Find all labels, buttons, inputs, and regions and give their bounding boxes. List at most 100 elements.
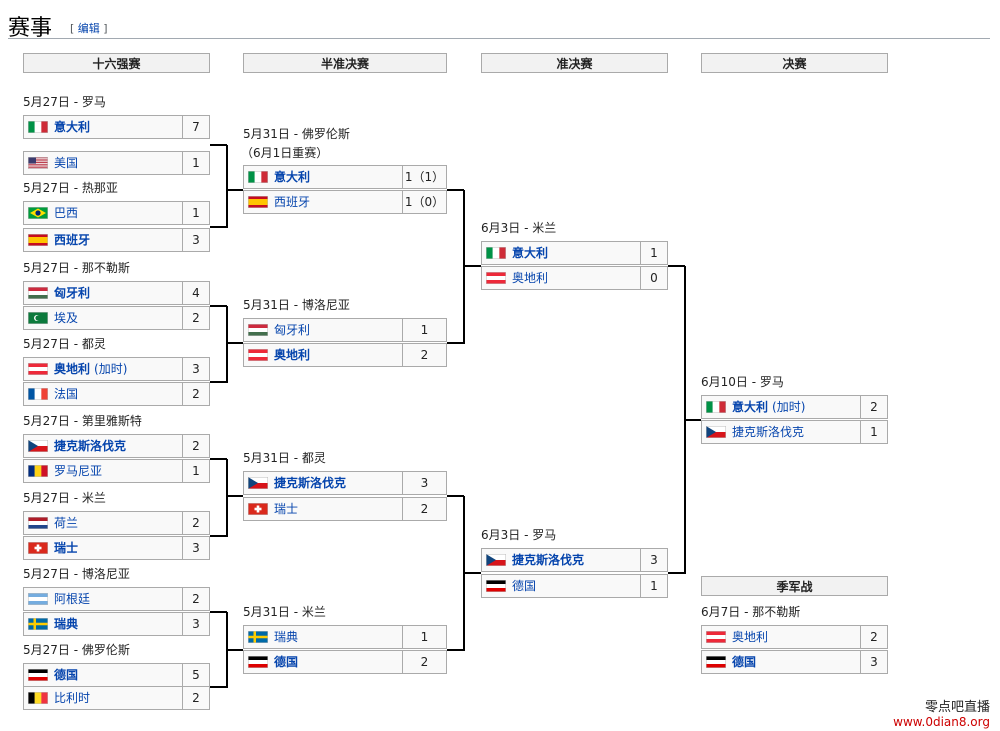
- team-name-link[interactable]: 捷克斯洛伐克: [512, 549, 584, 571]
- team-name-link[interactable]: 奥地利(加时): [54, 358, 127, 380]
- team-row: 意大利(加时): [701, 395, 861, 419]
- team-name-link[interactable]: 瑞士: [274, 498, 298, 520]
- team-name-link[interactable]: 意大利(加时): [732, 396, 805, 418]
- flag-icon-hun: [28, 287, 48, 299]
- team-score: 2: [182, 434, 210, 458]
- team-name: 奥地利: [274, 348, 311, 362]
- team-row: 瑞典: [23, 612, 183, 636]
- match-date-r16-5: 5月27日 - 米兰: [23, 491, 106, 505]
- team-name: 瑞士: [54, 541, 79, 555]
- flag-icon-arg: [28, 593, 48, 605]
- team-name-link[interactable]: 匈牙利: [54, 282, 90, 304]
- flag-icon-aut: [706, 631, 726, 643]
- team-score: 2: [182, 686, 210, 710]
- team-row: 德国: [701, 650, 861, 674]
- team-name-link[interactable]: 巴西: [54, 202, 78, 224]
- team-name: 意大利: [512, 246, 549, 260]
- team-name-link[interactable]: 瑞士: [54, 537, 78, 559]
- team-name-link[interactable]: 美国: [54, 152, 78, 174]
- team-row: 法国: [23, 382, 183, 406]
- team-score: 1（1）: [402, 165, 447, 189]
- team-name-link[interactable]: 德国: [274, 651, 298, 673]
- match-date-qf-1: 5月31日 - 博洛尼亚: [243, 298, 350, 312]
- team-name: 巴西: [54, 206, 79, 220]
- team-name-link[interactable]: 德国: [512, 575, 536, 597]
- team-name-link[interactable]: 奥地利: [732, 626, 768, 648]
- flag-icon-hun: [248, 324, 268, 336]
- team-name-link[interactable]: 匈牙利: [274, 319, 310, 341]
- team-name-link[interactable]: 奥地利: [274, 344, 310, 366]
- team-name-link[interactable]: 比利时: [54, 687, 90, 709]
- bracket-connector: [464, 572, 481, 574]
- team-name-link[interactable]: 捷克斯洛伐克: [274, 472, 346, 494]
- team-name-link[interactable]: 法国: [54, 383, 78, 405]
- team-score: 3: [182, 357, 210, 381]
- team-name: 德国: [274, 655, 299, 669]
- team-row: 捷克斯洛伐克: [23, 434, 183, 458]
- team-score: 2: [182, 511, 210, 535]
- team-name: 美国: [54, 156, 79, 170]
- team-score: 3: [640, 548, 668, 572]
- team-score: 3: [860, 650, 888, 674]
- team-row: 匈牙利: [243, 318, 403, 342]
- team-score: 2: [402, 650, 447, 674]
- team-name-link[interactable]: 捷克斯洛伐克: [54, 435, 126, 457]
- team-name: 奥地利: [732, 630, 769, 644]
- team-row: 捷克斯洛伐克: [481, 548, 641, 572]
- team-name-link[interactable]: 西班牙: [54, 229, 90, 251]
- flag-icon-usa: [28, 157, 48, 169]
- team-name-link[interactable]: 阿根廷: [54, 588, 90, 610]
- team-score: 1: [860, 420, 888, 444]
- team-score: 2: [182, 587, 210, 611]
- team-name-link[interactable]: 西班牙: [274, 191, 310, 213]
- team-row: 瑞典: [243, 625, 403, 649]
- team-name-link[interactable]: 德国: [54, 664, 78, 686]
- team-name-link[interactable]: 捷克斯洛伐克: [732, 421, 804, 443]
- flag-icon-ger: [248, 656, 268, 668]
- team-row: 捷克斯洛伐克: [243, 471, 403, 495]
- match-date-r16-6: 5月27日 - 博洛尼亚: [23, 567, 130, 581]
- team-score: 2: [402, 343, 447, 367]
- team-name-link[interactable]: 瑞典: [54, 613, 78, 635]
- team-score: 3: [182, 612, 210, 636]
- match-date-third-0: 6月7日 - 那不勒斯: [701, 605, 801, 619]
- match-date-r16-0: 5月27日 - 罗马: [23, 95, 106, 109]
- bracket-connector: [226, 145, 228, 228]
- team-name-link[interactable]: 奥地利: [512, 267, 548, 289]
- edit-bracket-open: [: [70, 22, 75, 35]
- flag-icon-ger: [706, 656, 726, 668]
- flag-icon-esp: [28, 234, 48, 246]
- team-score: 1: [182, 201, 210, 225]
- flag-icon-egy: [28, 312, 48, 324]
- bracket-connector: [210, 458, 227, 460]
- team-name-link[interactable]: 意大利: [54, 116, 90, 138]
- bracket-connector: [227, 649, 243, 651]
- team-name-link[interactable]: 意大利: [512, 242, 548, 264]
- bracket-connector: [668, 265, 685, 267]
- edit-link[interactable]: 编辑: [77, 22, 100, 35]
- team-score: 1: [402, 625, 447, 649]
- match-replay-note-qf-0: （6月1日重赛）: [241, 146, 329, 160]
- team-name-link[interactable]: 罗马尼亚: [54, 460, 102, 482]
- team-name-link[interactable]: 意大利: [274, 166, 310, 188]
- team-name: 德国: [54, 668, 79, 682]
- team-row: 意大利: [23, 115, 183, 139]
- team-name-link[interactable]: 荷兰: [54, 512, 78, 534]
- team-name-link[interactable]: 德国: [732, 651, 756, 673]
- team-row: 德国: [23, 663, 183, 687]
- team-row: 奥地利: [243, 343, 403, 367]
- team-name-link[interactable]: 埃及: [54, 307, 78, 329]
- round-header-third: 季军战: [701, 576, 888, 596]
- watermark-url: www.0dian8.org: [893, 715, 990, 729]
- flag-icon-ita: [28, 121, 48, 133]
- flag-icon-tch: [706, 426, 726, 438]
- team-name-link[interactable]: 瑞典: [274, 626, 298, 648]
- team-row: 奥地利(加时): [23, 357, 183, 381]
- team-name: 瑞士: [274, 502, 299, 516]
- bracket-connector: [210, 611, 227, 613]
- flag-icon-esp: [248, 196, 268, 208]
- team-score: 3: [182, 228, 210, 252]
- flag-icon-tch: [486, 554, 506, 566]
- team-score: 2: [182, 382, 210, 406]
- flag-icon-fra: [28, 388, 48, 400]
